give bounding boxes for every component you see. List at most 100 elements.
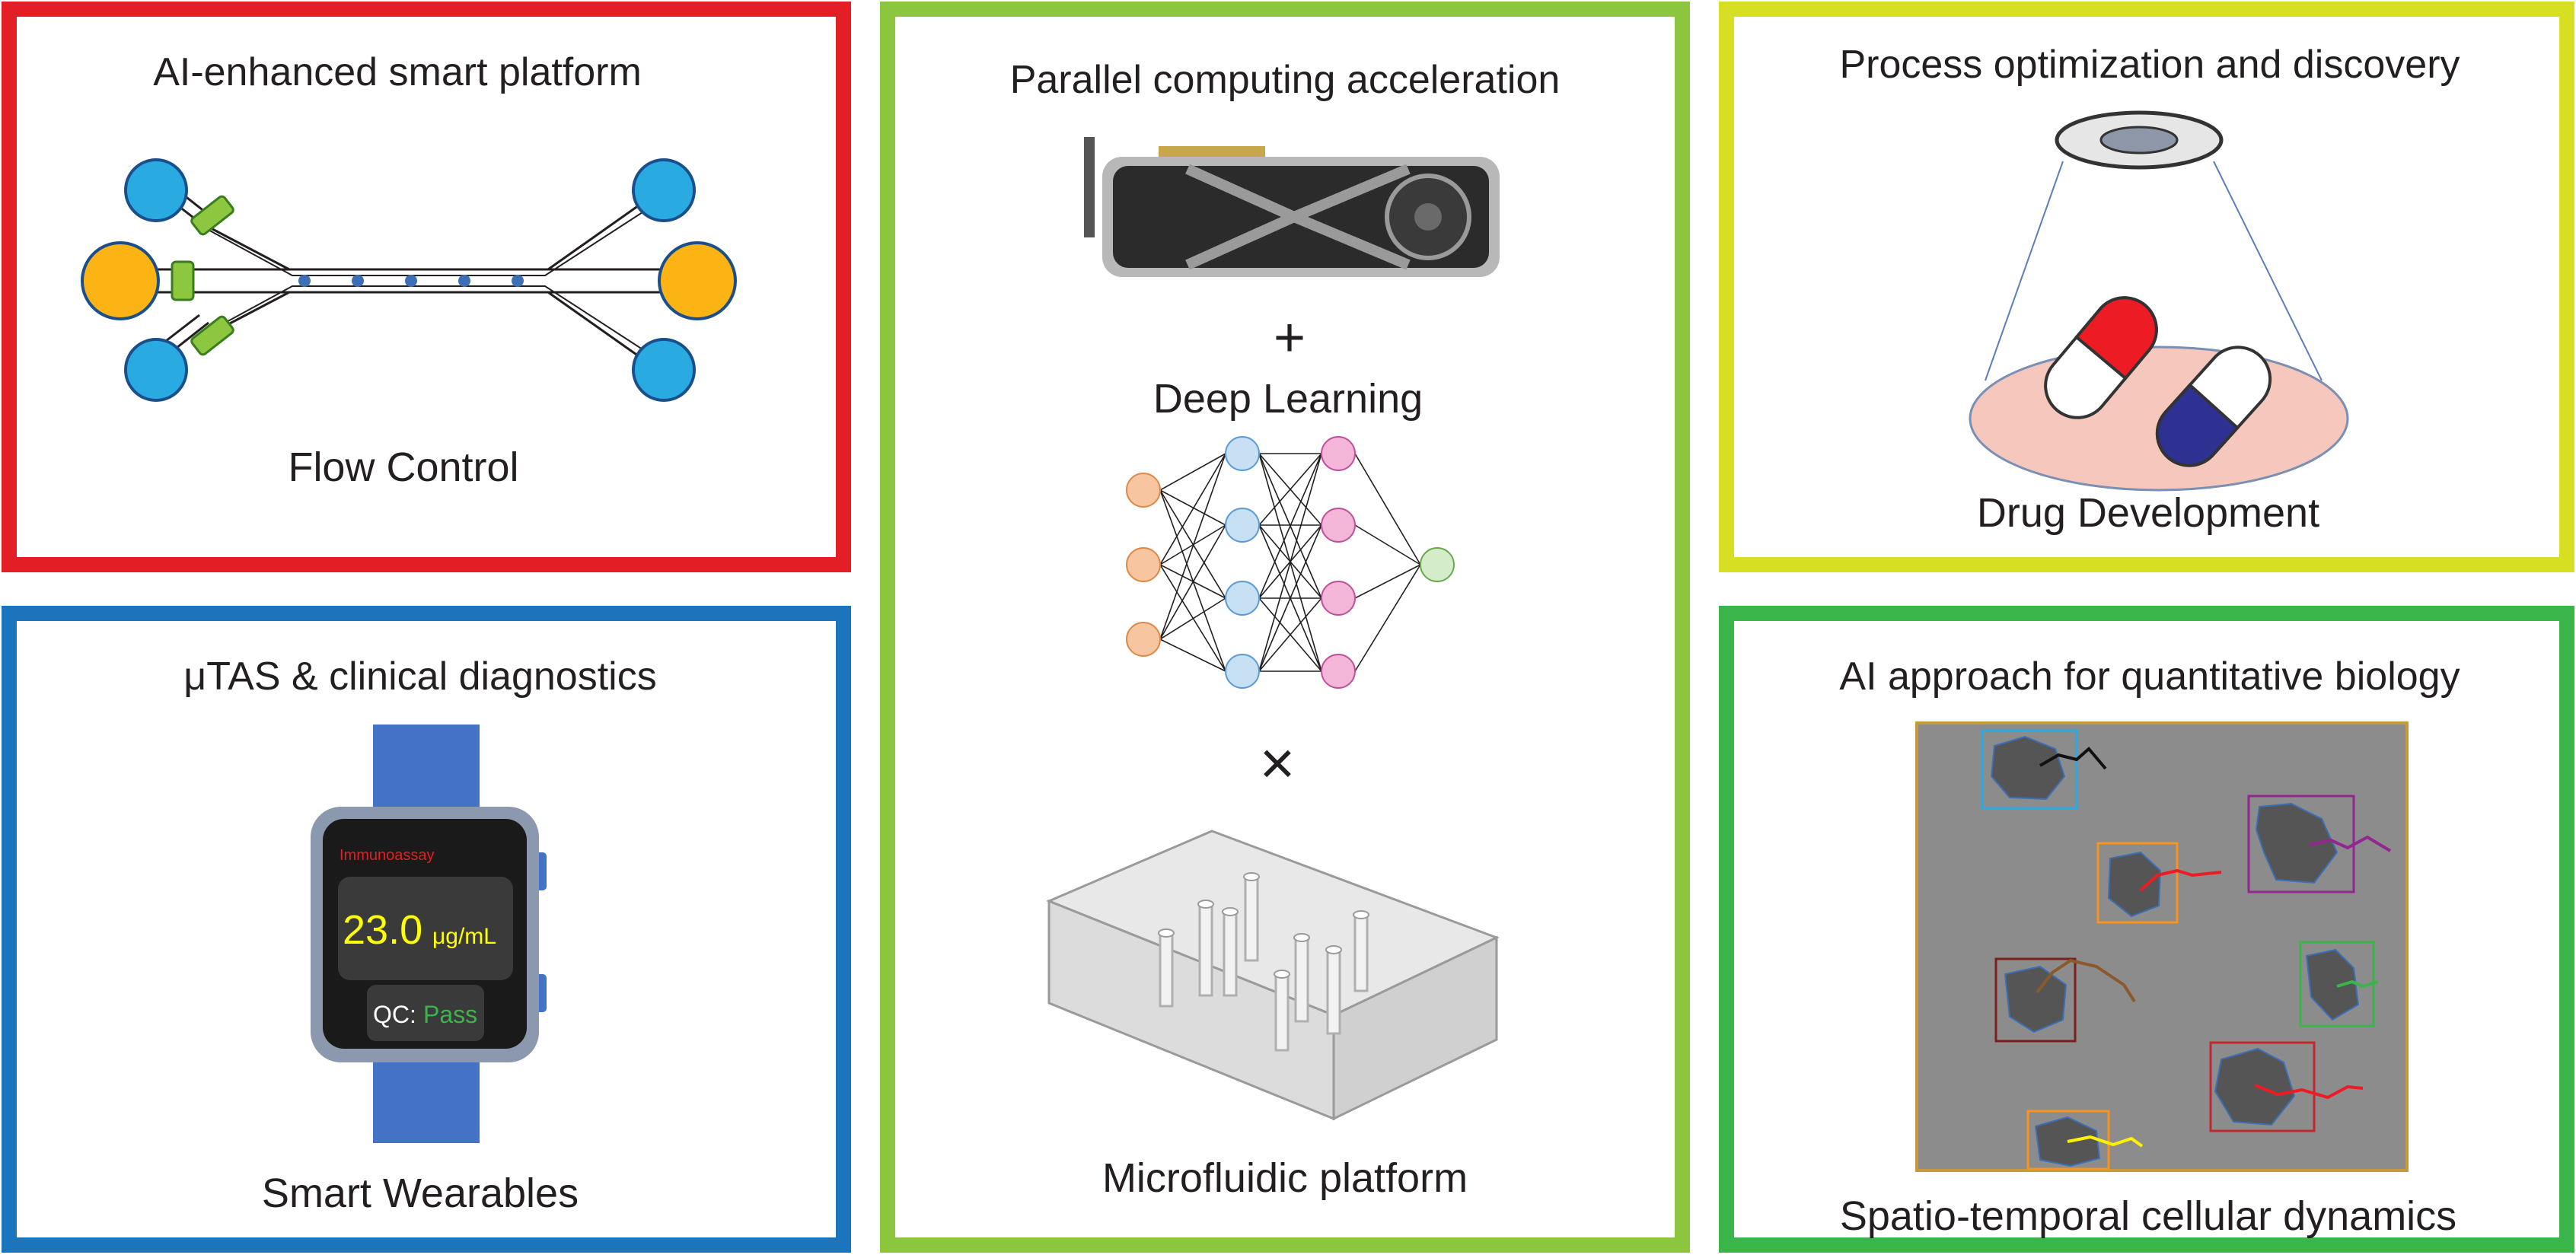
watch-qc-status: Pass (423, 1001, 477, 1028)
computing-title: Parallel computing acceleration (1010, 58, 1561, 102)
watch-reading-panel (338, 877, 513, 980)
nn-input-node (1126, 473, 1161, 508)
light-cone-left (1985, 161, 2064, 381)
nn-connection (1159, 524, 1226, 640)
nn-hidden1-node (1225, 654, 1260, 689)
plus-symbol: + (1274, 307, 1306, 368)
nn-connection (1258, 453, 1322, 599)
block-inlet (1158, 928, 1175, 938)
cell-bounding-box (2209, 1041, 2316, 1132)
biology-title: AI approach for quantitative biology (1839, 654, 2460, 699)
tracked-cell (2299, 941, 2379, 1027)
drug-caption: Drug Development (1977, 490, 2319, 536)
cell-bounding-box (2096, 842, 2179, 924)
cell-tracking-image (1915, 721, 2409, 1172)
nn-hidden1-node (1225, 581, 1260, 616)
cell-trajectory (2039, 747, 2107, 770)
block-pillar (1326, 948, 1341, 1035)
nn-hidden1-node (1225, 436, 1260, 471)
watch-reading-value: 23.0 (343, 907, 422, 953)
nn-connection (1159, 639, 1226, 672)
microfluidic-block-illustration (1046, 830, 1500, 1121)
nn-connection (1354, 564, 1421, 599)
cell-bounding-box (1994, 957, 2077, 1043)
gpu-x-accent (1185, 164, 1411, 270)
nn-hidden2-node (1321, 508, 1356, 543)
nn-connection (1159, 453, 1226, 565)
tracked-cell (2209, 1041, 2364, 1132)
channel-particle (512, 275, 524, 287)
nn-hidden2-node (1321, 436, 1356, 471)
block-pillar (1198, 903, 1213, 997)
outlet-reservoir-bottom (632, 338, 696, 402)
cell-bounding-box (2026, 1110, 2110, 1170)
smart-platform-caption: Flow Control (288, 444, 518, 490)
utas-caption: Smart Wearables (262, 1170, 579, 1216)
microfluidic-chip-diagram (81, 158, 737, 402)
cell-bounding-box (1981, 729, 2078, 810)
inlet-reservoir-top (124, 158, 188, 222)
block-pillar (1244, 875, 1259, 962)
block-inlet (1197, 900, 1214, 909)
block-inlet (1293, 933, 1310, 942)
drug-title: Process optimization and discovery (1839, 43, 2460, 87)
smartwatch-illustration: Immunoassay 23.0 μg/mL QC: Pass (311, 725, 547, 1143)
channel-particle (458, 275, 470, 287)
block-pillar (1294, 936, 1309, 1023)
gpu-fan-hub (1414, 203, 1442, 231)
nn-connection (1258, 597, 1322, 672)
watch-qc-panel (367, 985, 484, 1041)
panel-computing-border (880, 2, 1690, 1253)
nn-output-node (1420, 547, 1455, 582)
block-pillar (1353, 913, 1369, 992)
gpu-connector (1159, 146, 1265, 158)
valve-bottom (190, 315, 234, 356)
watch-app-name: Immunoassay (340, 847, 435, 864)
nn-input-node (1126, 547, 1161, 582)
block-pillar (1274, 973, 1290, 1052)
nn-connection (1159, 489, 1226, 672)
tracked-cell (2247, 795, 2392, 893)
nn-hidden2-node (1321, 581, 1356, 616)
panel-smart-platform-border (2, 2, 851, 572)
cell-trajectory (2309, 835, 2392, 852)
inlet-reservoir-bottom (124, 338, 188, 402)
tracked-cell (2026, 1110, 2144, 1170)
biology-caption: Spatio-temporal cellular dynamics (1840, 1193, 2456, 1239)
nn-connection (1159, 564, 1226, 672)
tracked-cell (1994, 957, 2136, 1043)
valve-middle (171, 260, 195, 301)
block-pillar (1159, 932, 1174, 1008)
gpu-bracket (1084, 137, 1095, 237)
outlet-reservoir-middle (658, 241, 737, 320)
nn-hidden1-node (1225, 508, 1260, 543)
nn-connection (1159, 597, 1226, 640)
watch-qc-label: QC: (373, 1001, 416, 1028)
deep-learning-label: Deep Learning (1153, 376, 1423, 422)
petri-dish (1969, 346, 2349, 492)
block-inlet (1243, 872, 1260, 881)
cell-trajectory (2036, 958, 2136, 1003)
cell-trajectory (2067, 1135, 2144, 1148)
tracked-cell (1981, 729, 2107, 810)
nn-connection (1159, 453, 1226, 491)
valve-top (190, 195, 234, 236)
utas-title: μTAS & clinical diagnostics (183, 654, 656, 699)
capsule-red (2044, 296, 2158, 419)
cell-trajectory (2139, 868, 2222, 892)
block-side-face (1332, 935, 1498, 1121)
tracked-cell (2096, 842, 2222, 924)
nn-connection (1159, 453, 1226, 640)
nn-input-node (1126, 622, 1161, 657)
watch-band-top (373, 725, 480, 816)
cell-trajectory (2254, 1084, 2364, 1100)
capsule-blue (2155, 346, 2272, 467)
nn-connection (1258, 453, 1322, 672)
cell-trajectory (2336, 979, 2379, 989)
nn-connection (1354, 564, 1421, 672)
nn-connection (1159, 489, 1226, 526)
panel-utas-border (2, 606, 851, 1253)
block-inlet (1222, 907, 1239, 916)
